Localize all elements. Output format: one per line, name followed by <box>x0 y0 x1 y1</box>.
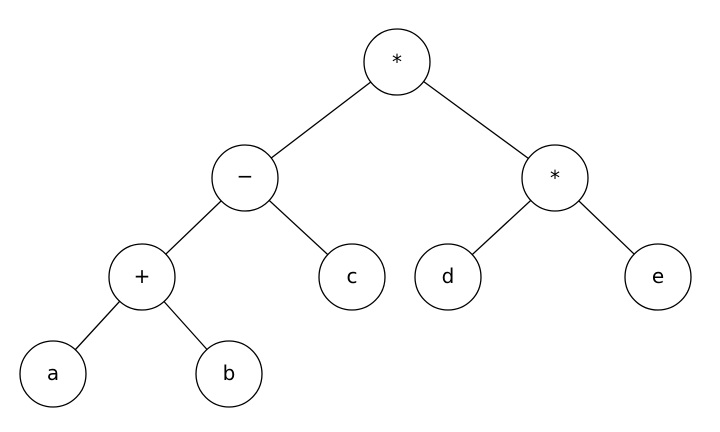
node-label: * <box>392 50 402 74</box>
tree-nodes: * − * + c d e a <box>19 28 692 408</box>
node-label: c <box>347 264 358 288</box>
tree-node-minus: − <box>211 144 279 212</box>
node-circle <box>195 340 263 408</box>
node-label: + <box>134 264 151 288</box>
tree-node-a: a <box>19 340 87 408</box>
tree-node-e: e <box>624 243 692 311</box>
node-circle <box>211 144 279 212</box>
node-circle <box>414 243 482 311</box>
node-label: * <box>550 166 560 190</box>
tree-node-b: b <box>195 340 263 408</box>
node-circle <box>19 340 87 408</box>
tree-node-times-right: * <box>521 144 589 212</box>
tree-node-plus: + <box>108 243 176 311</box>
tree-node-c: c <box>318 243 386 311</box>
node-label: b <box>223 361 236 385</box>
node-circle <box>318 243 386 311</box>
node-circle <box>363 28 431 96</box>
node-circle <box>108 243 176 311</box>
node-circle <box>624 243 692 311</box>
node-label: d <box>442 264 455 288</box>
tree-node-root: * <box>363 28 431 96</box>
tree-node-d: d <box>414 243 482 311</box>
node-label: e <box>652 264 664 288</box>
tree-edges <box>52 61 659 375</box>
node-label: − <box>237 164 254 188</box>
node-circle <box>521 144 589 212</box>
node-label: a <box>47 361 59 385</box>
